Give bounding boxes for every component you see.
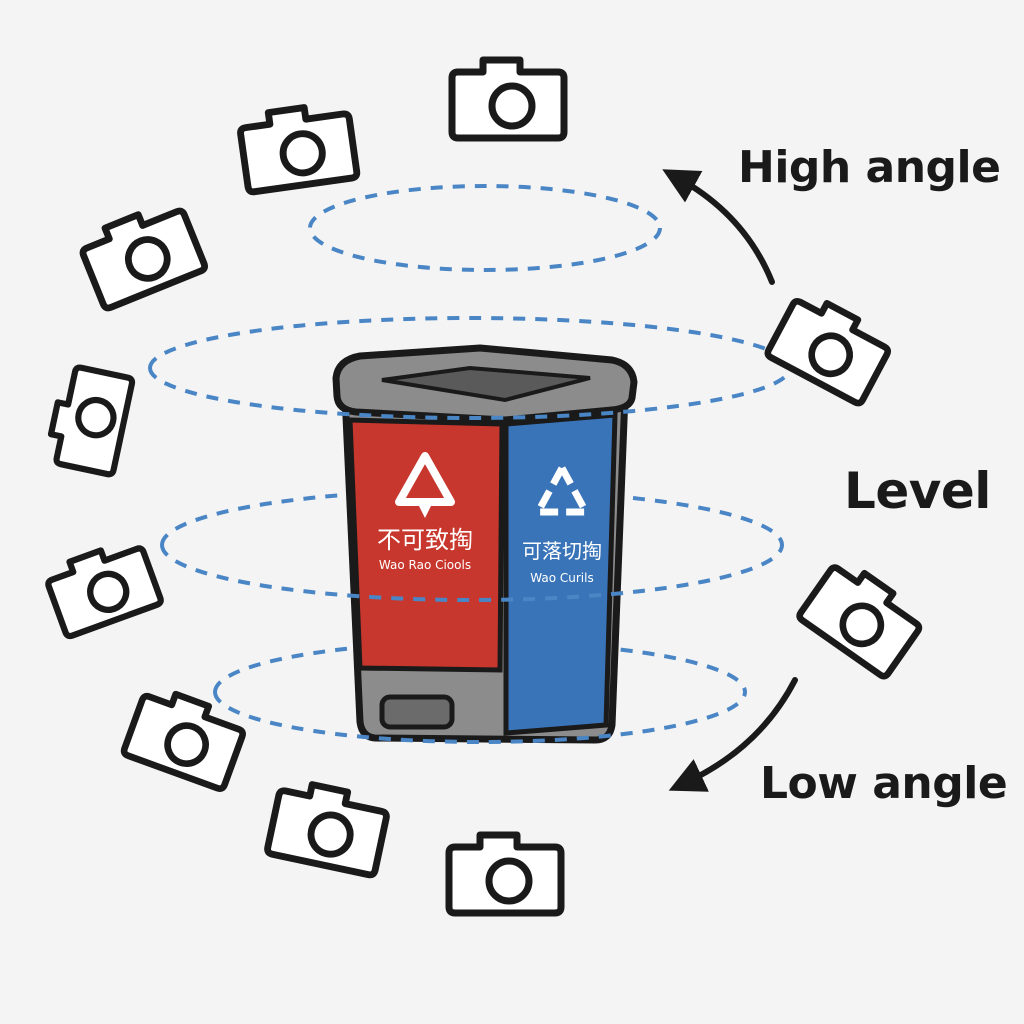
orbit-rings-back (148, 184, 792, 693)
camera-icon (267, 778, 390, 876)
orbit-ring-upper-front (148, 367, 792, 420)
orbit-rings-front (148, 367, 792, 744)
recycling-bin: 不可致掏 Wao Rao Ciools 可落切掏 Wao Curils (332, 344, 638, 744)
camera-icon (45, 364, 133, 475)
camera-icon (798, 556, 928, 678)
camera-icon (43, 537, 162, 637)
bin-pedal (379, 694, 455, 730)
orbit-ring-top (308, 184, 662, 272)
orbit-ring-middle-back (160, 488, 784, 546)
orbit-ring-lower-front (213, 691, 747, 744)
bin-right-panel (503, 412, 618, 736)
arrow-icon (662, 169, 775, 285)
camera-icon (123, 684, 248, 790)
camera-icon (452, 60, 564, 138)
right-panel-subtitle: Wao Curils (530, 571, 593, 585)
orbit-ring-upper-back (148, 316, 792, 369)
bin-opening (381, 365, 591, 403)
camera-icon (766, 289, 895, 404)
orbit-ring-middle-front (160, 544, 784, 602)
bin-left-panel (347, 417, 505, 673)
orbit-ring-lower-back (213, 640, 747, 693)
camera-icon (238, 102, 357, 193)
camera-icon (77, 199, 206, 310)
low-angle-label: Low angle (760, 758, 1008, 809)
high-angle-label: High angle (738, 142, 1001, 193)
left-panel-subtitle: Wao Rao Ciools (379, 558, 471, 572)
left-panel-title: 不可致掏 (377, 526, 473, 554)
recycle-icon (395, 452, 455, 518)
arrow-icon (668, 677, 798, 792)
level-label: Level (844, 462, 991, 520)
camera-icon (449, 835, 561, 913)
right-panel-title: 可落切掏 (522, 539, 602, 563)
